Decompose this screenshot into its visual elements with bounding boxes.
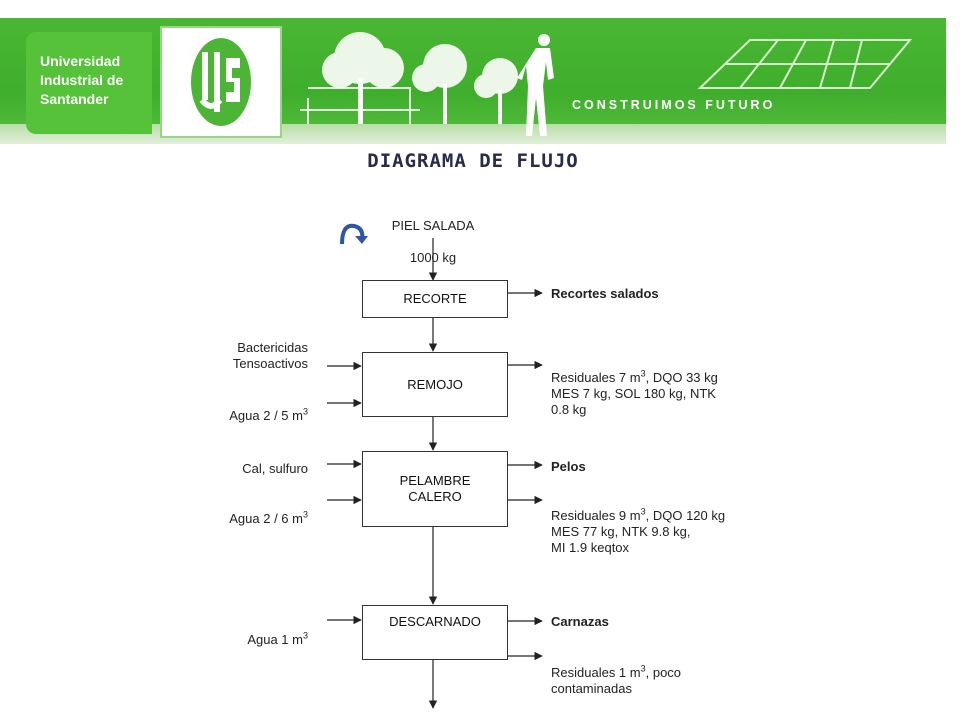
output-carnazas: Carnazas [551,614,609,629]
process-remojo: REMOJO [362,352,508,417]
return-arrow-icon [340,223,368,245]
university-block: Universidad Industrial de Santander [26,32,152,134]
output-pelos: Pelos [551,459,586,474]
output-residuales-descarnado: Residuales 1 m3, poco contaminadas [551,663,682,696]
input-bactericidas: Bactericidas Tensoactivos [232,340,308,371]
university-name: Universidad Industrial de Santander [40,53,124,107]
page-title: DIAGRAMA DE FLUJO [367,150,579,172]
process-pelambre-calero: PELAMBRE CALERO [362,451,508,527]
input-material: PIEL SALADA 1000 kg [383,202,483,266]
trees-illustration-icon [300,32,554,136]
input-name: PIEL SALADA [391,218,475,233]
output-recortes-salados: Recortes salados [551,286,659,301]
input-agua-remojo: Agua 2 / 5 m3 [229,406,308,423]
input-amount: 1000 kg [409,250,457,265]
slogan: CONSTRUIMOS FUTURO [572,98,776,112]
output-residuales-pelambre: Residuales 9 m3, DQO 120 kg MES 77 kg, N… [551,506,726,555]
uis-logo-icon [191,38,251,126]
input-cal-sulfuro: Cal, sulfuro [242,461,308,476]
input-agua-pelambre: Agua 2 / 6 m3 [229,509,308,526]
process-recorte: RECORTE [362,280,508,318]
output-residuales-remojo: Residuales 7 m3, DQO 33 kg MES 7 kg, SOL… [551,368,718,417]
process-descarnado: DESCARNADO [362,605,508,660]
field-lines-icon [697,39,913,89]
input-agua-descarnado: Agua 1 m3 [247,630,308,647]
header-banner: Universidad Industrial de Santander [0,18,946,144]
uis-logo [160,26,282,138]
runner-icon [517,34,554,136]
